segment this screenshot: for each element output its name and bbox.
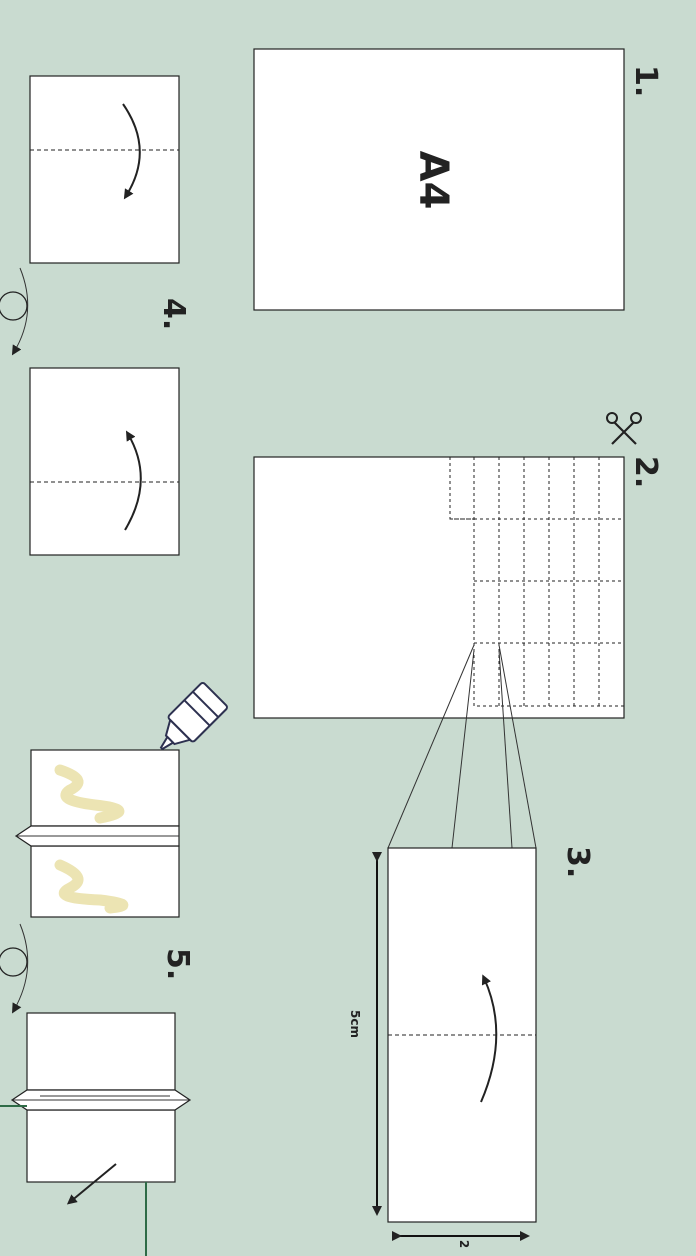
width-label: 2 <box>457 1240 471 1248</box>
step-5: 5. <box>0 924 195 1256</box>
step-1: A4 1. <box>254 49 663 310</box>
glue-step <box>16 682 228 917</box>
folded-card-back <box>30 368 179 555</box>
step-4-number: 4. <box>156 298 191 330</box>
step-2-number: 2. <box>628 456 663 488</box>
step-4: 4. <box>0 76 191 555</box>
final-panel-bottom <box>27 1110 175 1182</box>
step-3: 5cm 2 3. <box>348 846 595 1248</box>
step-3-number: 3. <box>560 846 595 878</box>
glue-bottle-icon <box>149 682 228 761</box>
flip-over-icon <box>0 268 28 352</box>
step-1-number: 1. <box>628 65 663 97</box>
folded-card-front <box>30 76 179 263</box>
final-panel-top <box>27 1013 175 1090</box>
flip-over-icon <box>0 924 28 1010</box>
step-2: 2. <box>254 413 663 718</box>
scissors-icon <box>607 413 641 444</box>
step-5-number: 5. <box>160 948 195 980</box>
sheet-with-cut-grid <box>254 457 624 718</box>
a4-label: A4 <box>410 151 456 210</box>
length-label: 5cm <box>348 1010 362 1038</box>
